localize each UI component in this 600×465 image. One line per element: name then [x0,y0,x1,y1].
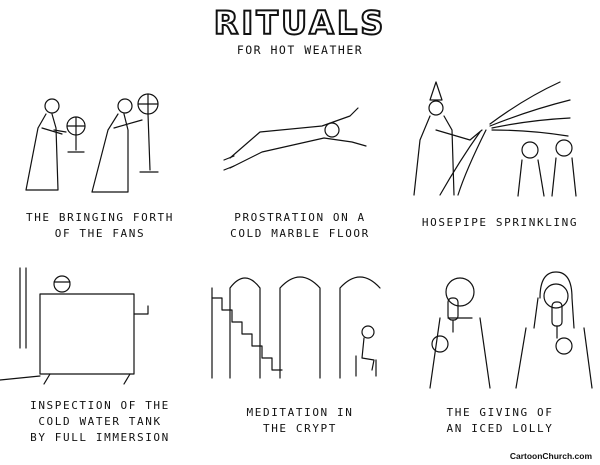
page-subtitle: FOR HOT WEATHER [236,43,364,57]
hosepipe-illustration [413,81,577,197]
caption-fans: THE BRINGING FORTH OF THE FANS [25,211,174,240]
panel-iced-lolly: THE GIVING OF AN ICED LOLLY [400,258,600,463]
panel-hosepipe: HOSEPIPE SPRINKLING [400,70,600,275]
water-tank-illustration [0,267,149,385]
panel-prostration: PROSTRATION ON A COLD MARBLE FLOOR [200,70,400,275]
panel-fans: THE BRINGING FORTH OF THE FANS [0,70,200,275]
caption-iced-lolly: THE GIVING OF AN ICED LOLLY [446,406,554,435]
panel-water-tank: INSPECTION OF THE COLD WATER TANK BY FUL… [0,258,200,463]
page-title: RITUALS [213,3,387,43]
credit-text: CartoonChurch.com [509,451,592,461]
crypt-illustration [211,276,381,379]
fans-illustration [25,93,159,193]
iced-lolly-illustration [429,271,593,389]
caption-hosepipe: HOSEPIPE SPRINKLING [421,216,579,229]
caption-prostration: PROSTRATION ON A COLD MARBLE FLOOR [230,211,370,240]
prostration-illustration [223,107,367,171]
caption-water-tank: INSPECTION OF THE COLD WATER TANK BY FUL… [30,399,170,444]
caption-crypt: MEDITATION IN THE CRYPT [246,406,354,435]
panel-crypt: MEDITATION IN THE CRYPT [200,258,400,463]
